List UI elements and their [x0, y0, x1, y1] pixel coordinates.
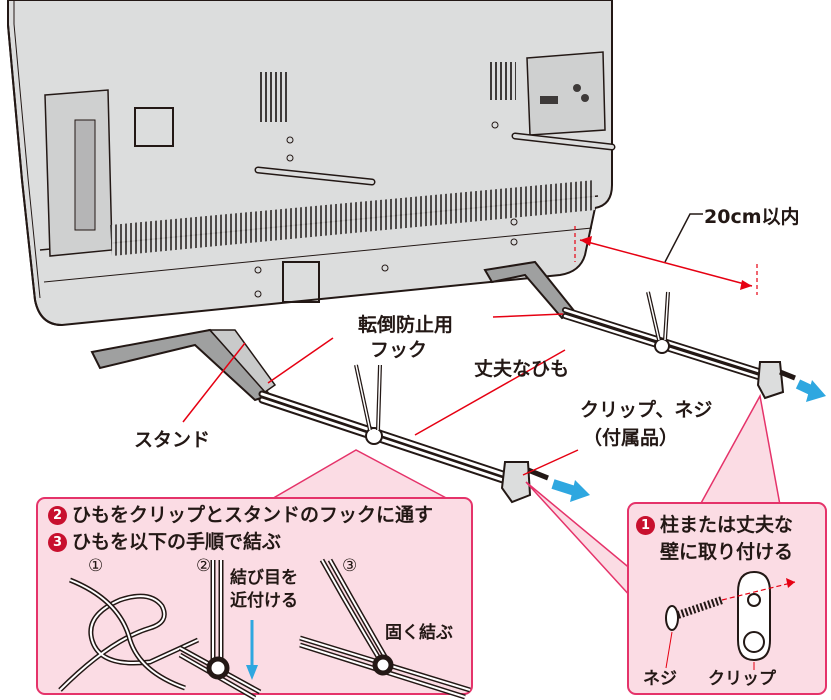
knot-step-3 — [299, 558, 471, 700]
string-label: 丈夫なひも — [474, 358, 570, 380]
substep-2-text-line1: 結び目を — [230, 568, 298, 588]
clip-label: クリップ — [708, 669, 776, 689]
stand-label: スタンド — [134, 429, 211, 451]
clip-right — [756, 361, 826, 402]
knot-step-1 — [58, 577, 200, 692]
screw-icon — [665, 596, 724, 631]
knot-step-2 — [178, 560, 262, 700]
tv-back — [7, 0, 616, 327]
clip-icon — [737, 570, 771, 662]
clip-left — [500, 461, 590, 504]
step-1-badge: 1 — [636, 516, 655, 535]
screw-label: ネジ — [643, 669, 677, 689]
step-1-text-line1: 柱または丈夫な — [660, 514, 794, 536]
clip-screw-label-line1: クリップ、ネジ — [580, 399, 713, 421]
substep-2-text-line2: 近付ける — [230, 591, 298, 611]
panel-right — [627, 502, 827, 695]
substep-3-text: 固く結ぶ — [385, 623, 453, 643]
string-left — [258, 364, 519, 488]
step-2-text: ひもをクリップとスタンドのフックに通す — [72, 504, 434, 526]
distance-label: 20cm以内 — [704, 206, 800, 228]
step-3-text: ひもを以下の手順で結ぶ — [72, 531, 282, 553]
stand-left — [90, 328, 277, 402]
step-2-badge: 2 — [48, 506, 67, 525]
step-1-text-line2: 壁に取り付ける — [660, 541, 794, 563]
substep-2-marker: ② — [196, 556, 212, 576]
stand-right — [483, 260, 577, 320]
string-right — [562, 291, 771, 383]
leader-lines — [182, 313, 579, 476]
screw-leader — [665, 631, 673, 669]
distance-indicator — [574, 213, 758, 295]
hook-label-line1: 転倒防止用 — [358, 314, 454, 336]
panel-left — [36, 497, 473, 700]
step-2-instruction: 2 ひもをクリップとスタンドのフックに通す — [48, 503, 433, 527]
step-3-instruction: 3 ひもを以下の手順で結ぶ — [48, 530, 281, 554]
step-3-badge: 3 — [48, 533, 67, 552]
substep-3-marker: ③ — [342, 556, 358, 576]
substep-1-marker: ① — [88, 556, 104, 576]
callout-wedge-left — [267, 449, 451, 501]
step-1-instruction: 1 柱または丈夫な — [636, 513, 793, 537]
screw-path-arrow — [721, 581, 796, 601]
hook-label-line2: フック — [370, 339, 428, 361]
clip-screw-label-line2: （付属品） — [583, 427, 679, 449]
